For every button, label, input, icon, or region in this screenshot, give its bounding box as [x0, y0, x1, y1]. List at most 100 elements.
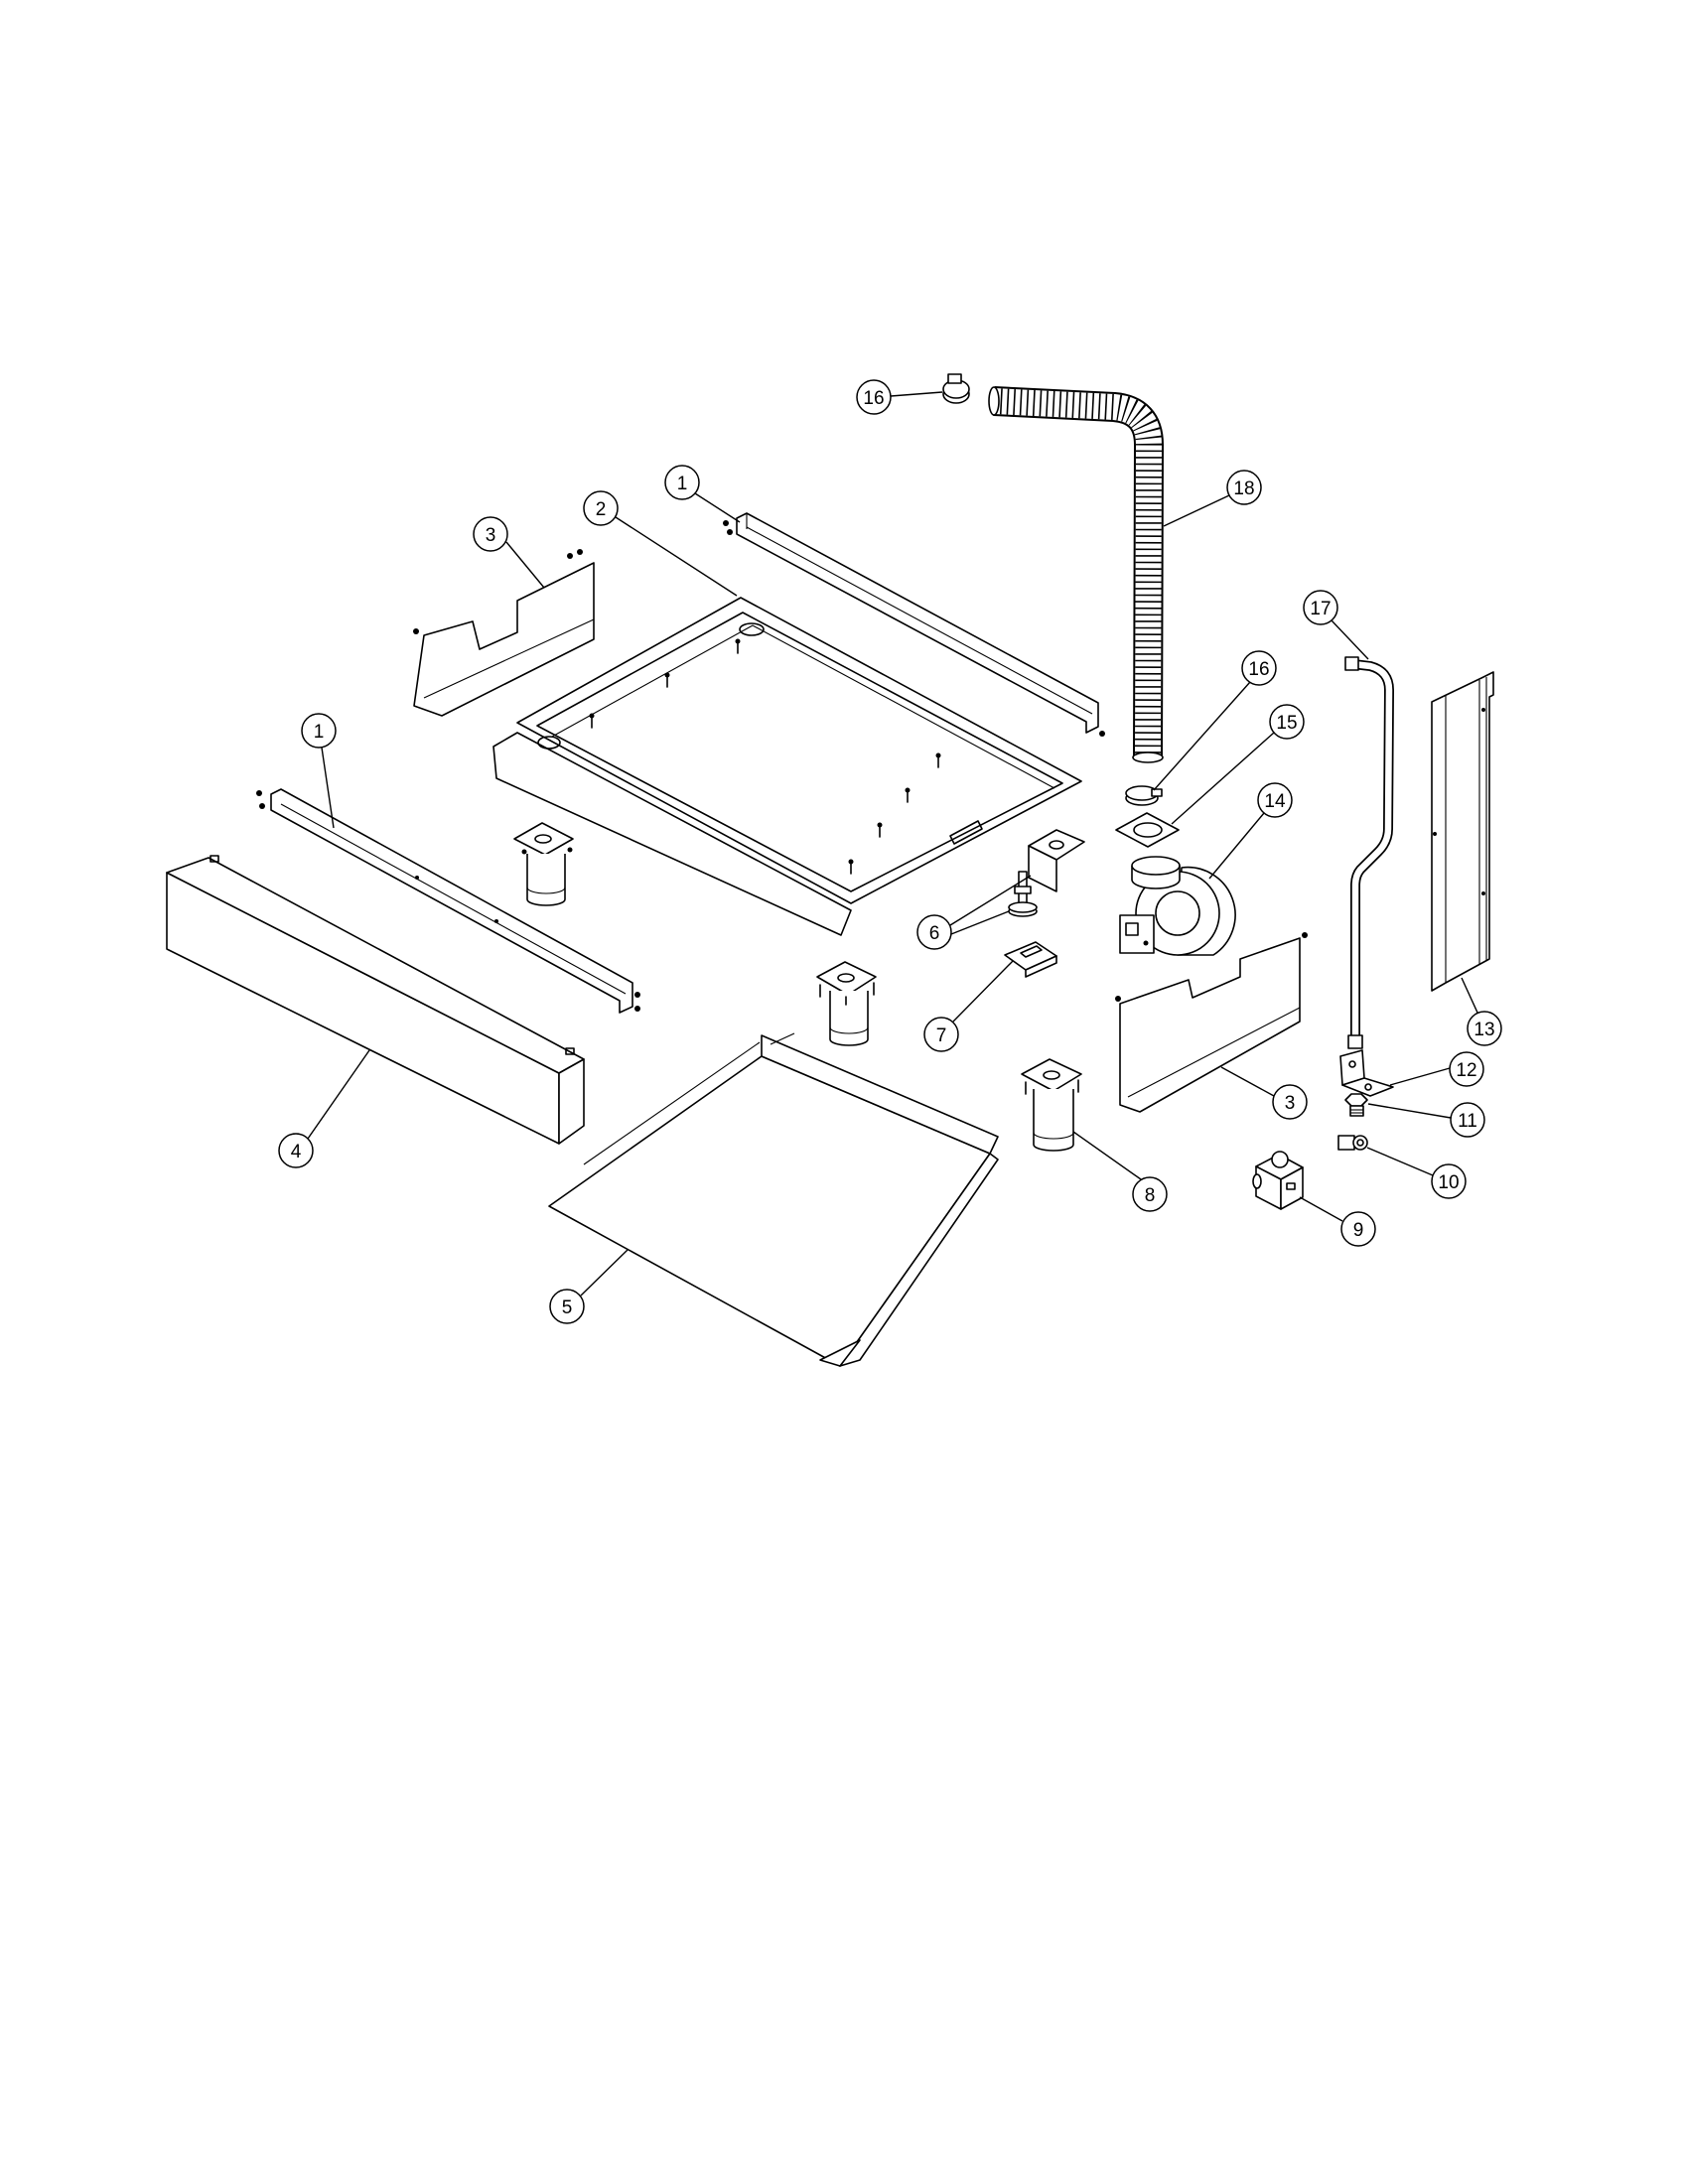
frame-hole — [739, 622, 765, 636]
screw-head — [589, 713, 595, 719]
panel-tab — [210, 855, 219, 863]
screw — [577, 549, 583, 555]
part-8-leg-1 — [513, 822, 574, 906]
callout-circle — [1226, 470, 1262, 505]
part-18-flex-hose — [988, 386, 1165, 763]
callout-11-fitting: 11 — [1367, 1102, 1485, 1138]
part-4-front-panel — [166, 855, 585, 1145]
pipe-outline — [1350, 659, 1395, 1037]
leader-line — [505, 541, 545, 589]
callout-circle — [1241, 650, 1277, 686]
channel-body — [1431, 671, 1494, 992]
leader-line — [1072, 1131, 1142, 1180]
leg-mounting-plate — [816, 961, 877, 996]
hose-corrugation — [993, 388, 1163, 757]
valve-top-fitting — [1271, 1151, 1289, 1168]
callout-label: 7 — [936, 1025, 947, 1046]
clamp-screw-housing — [1151, 788, 1163, 797]
callout-label: 4 — [291, 1142, 302, 1162]
leader-line — [1163, 494, 1230, 527]
callout-12-bracket: 12 — [1389, 1051, 1484, 1087]
callout-circle — [1467, 1011, 1502, 1046]
screw — [256, 790, 262, 796]
clamp-screw-housing — [947, 373, 962, 384]
callout-9-gas-valve: 9 — [1299, 1196, 1376, 1247]
tray-left-lip — [583, 1041, 761, 1165]
leader-line — [1299, 1196, 1343, 1222]
part-1-rail-top — [723, 512, 1105, 737]
callout-circle — [1257, 782, 1293, 818]
part-8-leg-2 — [816, 961, 877, 1046]
blower-motor-terminal — [1143, 940, 1149, 946]
blower-inlet — [1155, 890, 1200, 936]
callout-label: 18 — [1233, 478, 1254, 499]
callout-16-top-clamp: 16 — [856, 379, 943, 415]
channel-hole — [1433, 832, 1437, 836]
part-3-side-panel-left — [413, 549, 595, 717]
frame-inner-rim — [536, 612, 1063, 892]
callout-label: 9 — [1353, 1220, 1364, 1241]
panel-fold — [1127, 1007, 1301, 1098]
part-10-elbow — [1337, 1135, 1368, 1151]
callout-label: 17 — [1310, 599, 1331, 619]
gasket-plate — [1115, 812, 1180, 848]
callout-10-elbow: 10 — [1366, 1147, 1467, 1199]
blower-collar-top — [1131, 856, 1181, 876]
callout-circle — [1303, 590, 1338, 625]
rail-hole — [494, 919, 498, 923]
leg-plate-hole — [534, 834, 552, 844]
screw-head — [848, 859, 854, 865]
callout-3-right-panel: 3 — [1220, 1066, 1308, 1120]
tray-lip-line — [770, 1032, 795, 1045]
valve-port — [1252, 1173, 1262, 1189]
screw — [521, 849, 527, 855]
callout-label: 16 — [863, 388, 884, 409]
callout-circle — [856, 379, 892, 415]
leader-line — [1171, 732, 1275, 825]
leader-line — [949, 875, 1032, 926]
leader-line — [580, 1249, 629, 1297]
leg-foot-band — [526, 887, 566, 894]
panel-end-face — [558, 1058, 585, 1145]
channel-hole — [1481, 891, 1485, 895]
rail-fold — [280, 803, 627, 995]
callout-5-bottom-tray: 5 — [549, 1249, 629, 1324]
tray-right-lip — [839, 1153, 999, 1367]
leg-mounting-plate — [513, 822, 574, 856]
frame-rail — [752, 624, 1055, 789]
screw-head — [735, 638, 741, 644]
leader-line — [1220, 1066, 1275, 1097]
hose-end-bottom — [1132, 751, 1164, 763]
panel-body — [1119, 937, 1301, 1113]
screw — [634, 1006, 640, 1012]
leg-foot-band — [829, 1026, 869, 1034]
part-16-hose-clamp-mid — [1125, 785, 1163, 806]
part-9-gas-valve — [1252, 1151, 1304, 1210]
callout-13-channel: 13 — [1461, 977, 1502, 1046]
rail-fold — [746, 526, 1093, 715]
callout-circle — [1269, 704, 1305, 740]
screw — [634, 992, 640, 998]
valve-side — [1280, 1166, 1304, 1210]
leader-line — [307, 1049, 370, 1140]
callout-circle — [1272, 1084, 1308, 1120]
callout-label: 12 — [1456, 1060, 1476, 1081]
tray-front-curl — [819, 1339, 861, 1367]
part-5-bottom-tray — [548, 1032, 999, 1367]
screw-head — [905, 787, 911, 793]
callout-circle — [1449, 1051, 1484, 1087]
part-1-rail-left — [256, 788, 640, 1014]
callout-circle — [923, 1017, 959, 1052]
callout-circle — [301, 713, 337, 749]
part-17-gas-pipe — [1344, 656, 1395, 1049]
leg-mounting-plate — [1021, 1058, 1082, 1092]
part-7-clip — [1004, 941, 1057, 978]
valve-terminal — [1286, 1182, 1296, 1190]
leader-line — [1208, 812, 1265, 880]
tray-sheet — [548, 1055, 991, 1367]
callout-circle — [278, 1133, 314, 1168]
callout-label: 3 — [486, 525, 496, 546]
part-11-fitting — [1344, 1093, 1368, 1117]
callout-label: 15 — [1276, 713, 1297, 734]
